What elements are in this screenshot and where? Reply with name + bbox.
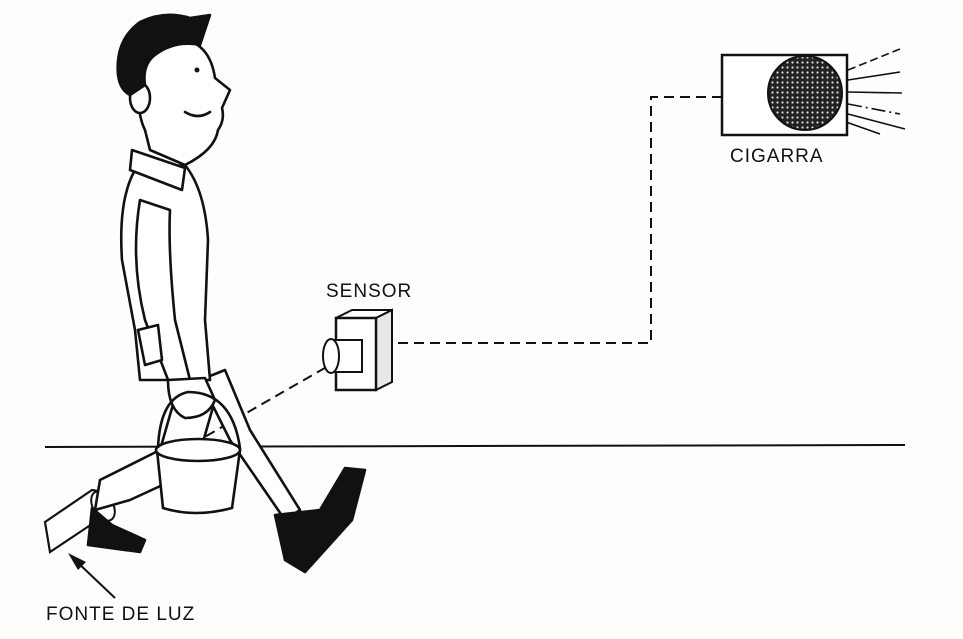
bucket — [154, 390, 242, 515]
sensor-lens — [322, 338, 340, 374]
buzzer-device — [720, 48, 906, 137]
buzzer-speaker — [767, 55, 843, 131]
sensor-device — [322, 308, 393, 392]
light-beam — [94, 364, 331, 501]
buzzer-label: CIGARRA — [730, 146, 824, 167]
signal-wire — [398, 96, 722, 344]
sensor-label: SENSOR — [326, 281, 413, 302]
arrow-icon — [68, 553, 116, 599]
sound-waves — [845, 48, 906, 135]
light-source-label: FONTE DE LUZ — [46, 604, 196, 625]
